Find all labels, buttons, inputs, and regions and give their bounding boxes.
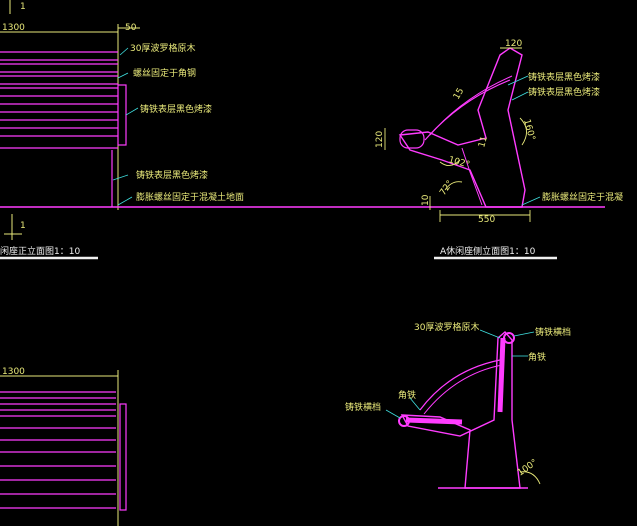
front-label-cast-iron-1: 铸铁表层黑色烤漆 — [140, 103, 212, 115]
bottom-side-label-angle-top: 角铁 — [528, 351, 546, 363]
front-marker-bottom: 1 — [20, 221, 26, 231]
bottom-side-section: 30厚波罗格原木 铸铁横档 角铁 角铁 铸铁横档 100° — [345, 321, 571, 489]
side-dim-back: 11 — [477, 135, 490, 149]
bottom-side-label-rail-left: 铸铁横档 — [345, 401, 381, 413]
side-dim-leg-angle: 72° — [438, 179, 455, 198]
side-dim-left: 120 — [375, 131, 385, 148]
side-view-title: A休闲座侧立面图1：10 — [440, 245, 536, 257]
side-dim-back-angle: 160° — [521, 118, 536, 142]
front-label-anchor: 膨胀螺丝固定于混凝土地面 — [136, 191, 244, 203]
bottom-side-label-angle-left: 角铁 — [398, 389, 416, 401]
bottom-front-view: 1300 — [0, 367, 127, 526]
side-label-cast-iron-1: 铸铁表层黑色烤漆 — [528, 71, 600, 83]
bottom-side-label-wood: 30厚波罗格原木 — [414, 321, 479, 333]
side-elevation-view: 120 15 120 11 102° 72° 160° 10 550 铸铁表层黑… — [375, 39, 623, 260]
side-label-anchor: 膨胀螺丝固定于混凝 — [542, 191, 623, 203]
bottom-front-dim-width: 1300 — [2, 367, 25, 377]
front-slats — [0, 51, 118, 149]
front-dim-side: 50 — [125, 23, 137, 33]
front-label-angle-steel: 螺丝固定于角钢 — [133, 67, 196, 79]
side-dim-top: 120 — [505, 39, 522, 49]
front-label-wood: 30厚波罗格原木 — [130, 42, 195, 54]
side-dim-arc: 15 — [452, 87, 466, 102]
side-dim-seat-angle: 102° — [447, 155, 471, 170]
front-marker-top: 1 — [20, 2, 26, 12]
bottom-side-dim-angle: 100° — [516, 458, 540, 479]
front-dim-width: 1300 — [2, 23, 25, 33]
front-label-cast-iron-2: 铸铁表层黑色烤漆 — [136, 169, 208, 181]
bottom-side-label-rail-top: 铸铁横档 — [535, 326, 571, 338]
side-dim-foot: 10 — [421, 194, 431, 206]
front-view-title: 闲座正立面图1：10 — [0, 245, 80, 257]
side-label-cast-iron-2: 铸铁表层黑色烤漆 — [528, 86, 600, 98]
front-elevation-view: 1 1300 50 — [0, 0, 605, 260]
side-dim-base: 550 — [478, 215, 495, 225]
